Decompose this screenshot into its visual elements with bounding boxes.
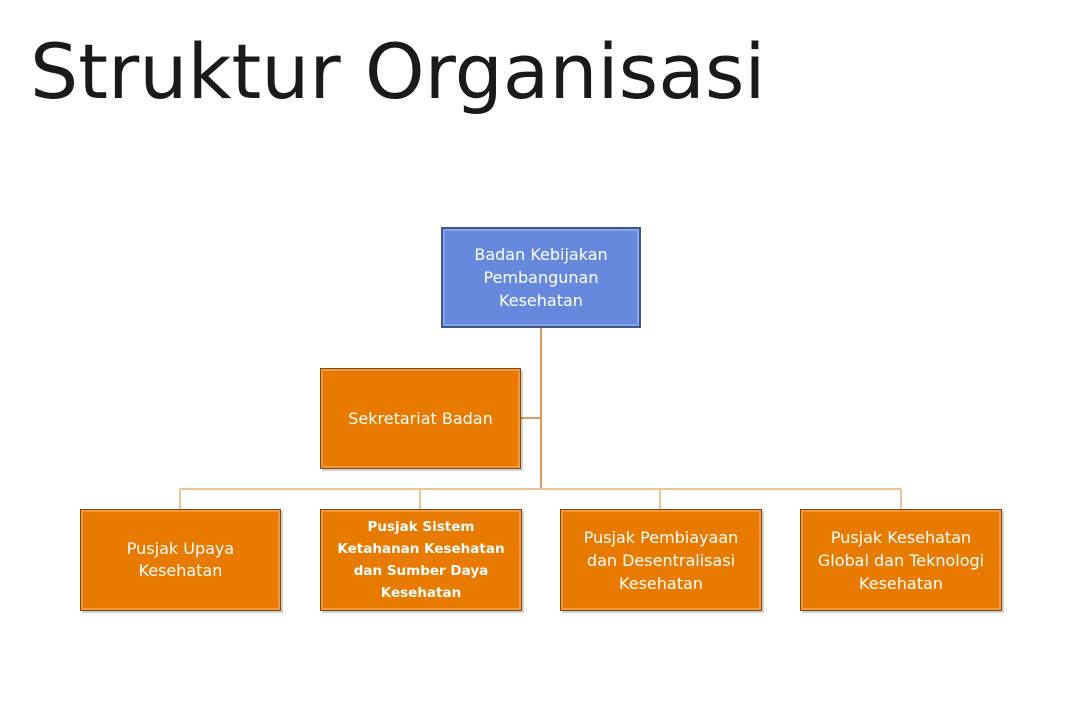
- org-box-unit-3: Pusjak Pembiayaan dan Desentralisasi Kes…: [560, 509, 762, 611]
- org-box-secretariat: Sekretariat Badan: [320, 368, 521, 469]
- org-box-head: Badan Kebijakan Pembangunan Kesehatan: [441, 227, 641, 328]
- org-box-unit-2: Pusjak Sistem Ketahanan Kesehatan dan Su…: [320, 509, 522, 611]
- org-box-unit-4: Pusjak Kesehatan Global dan Teknologi Ke…: [800, 509, 1002, 611]
- org-box-unit-1: Pusjak Upaya Kesehatan: [80, 509, 281, 611]
- page-title: Struktur Organisasi: [30, 27, 766, 116]
